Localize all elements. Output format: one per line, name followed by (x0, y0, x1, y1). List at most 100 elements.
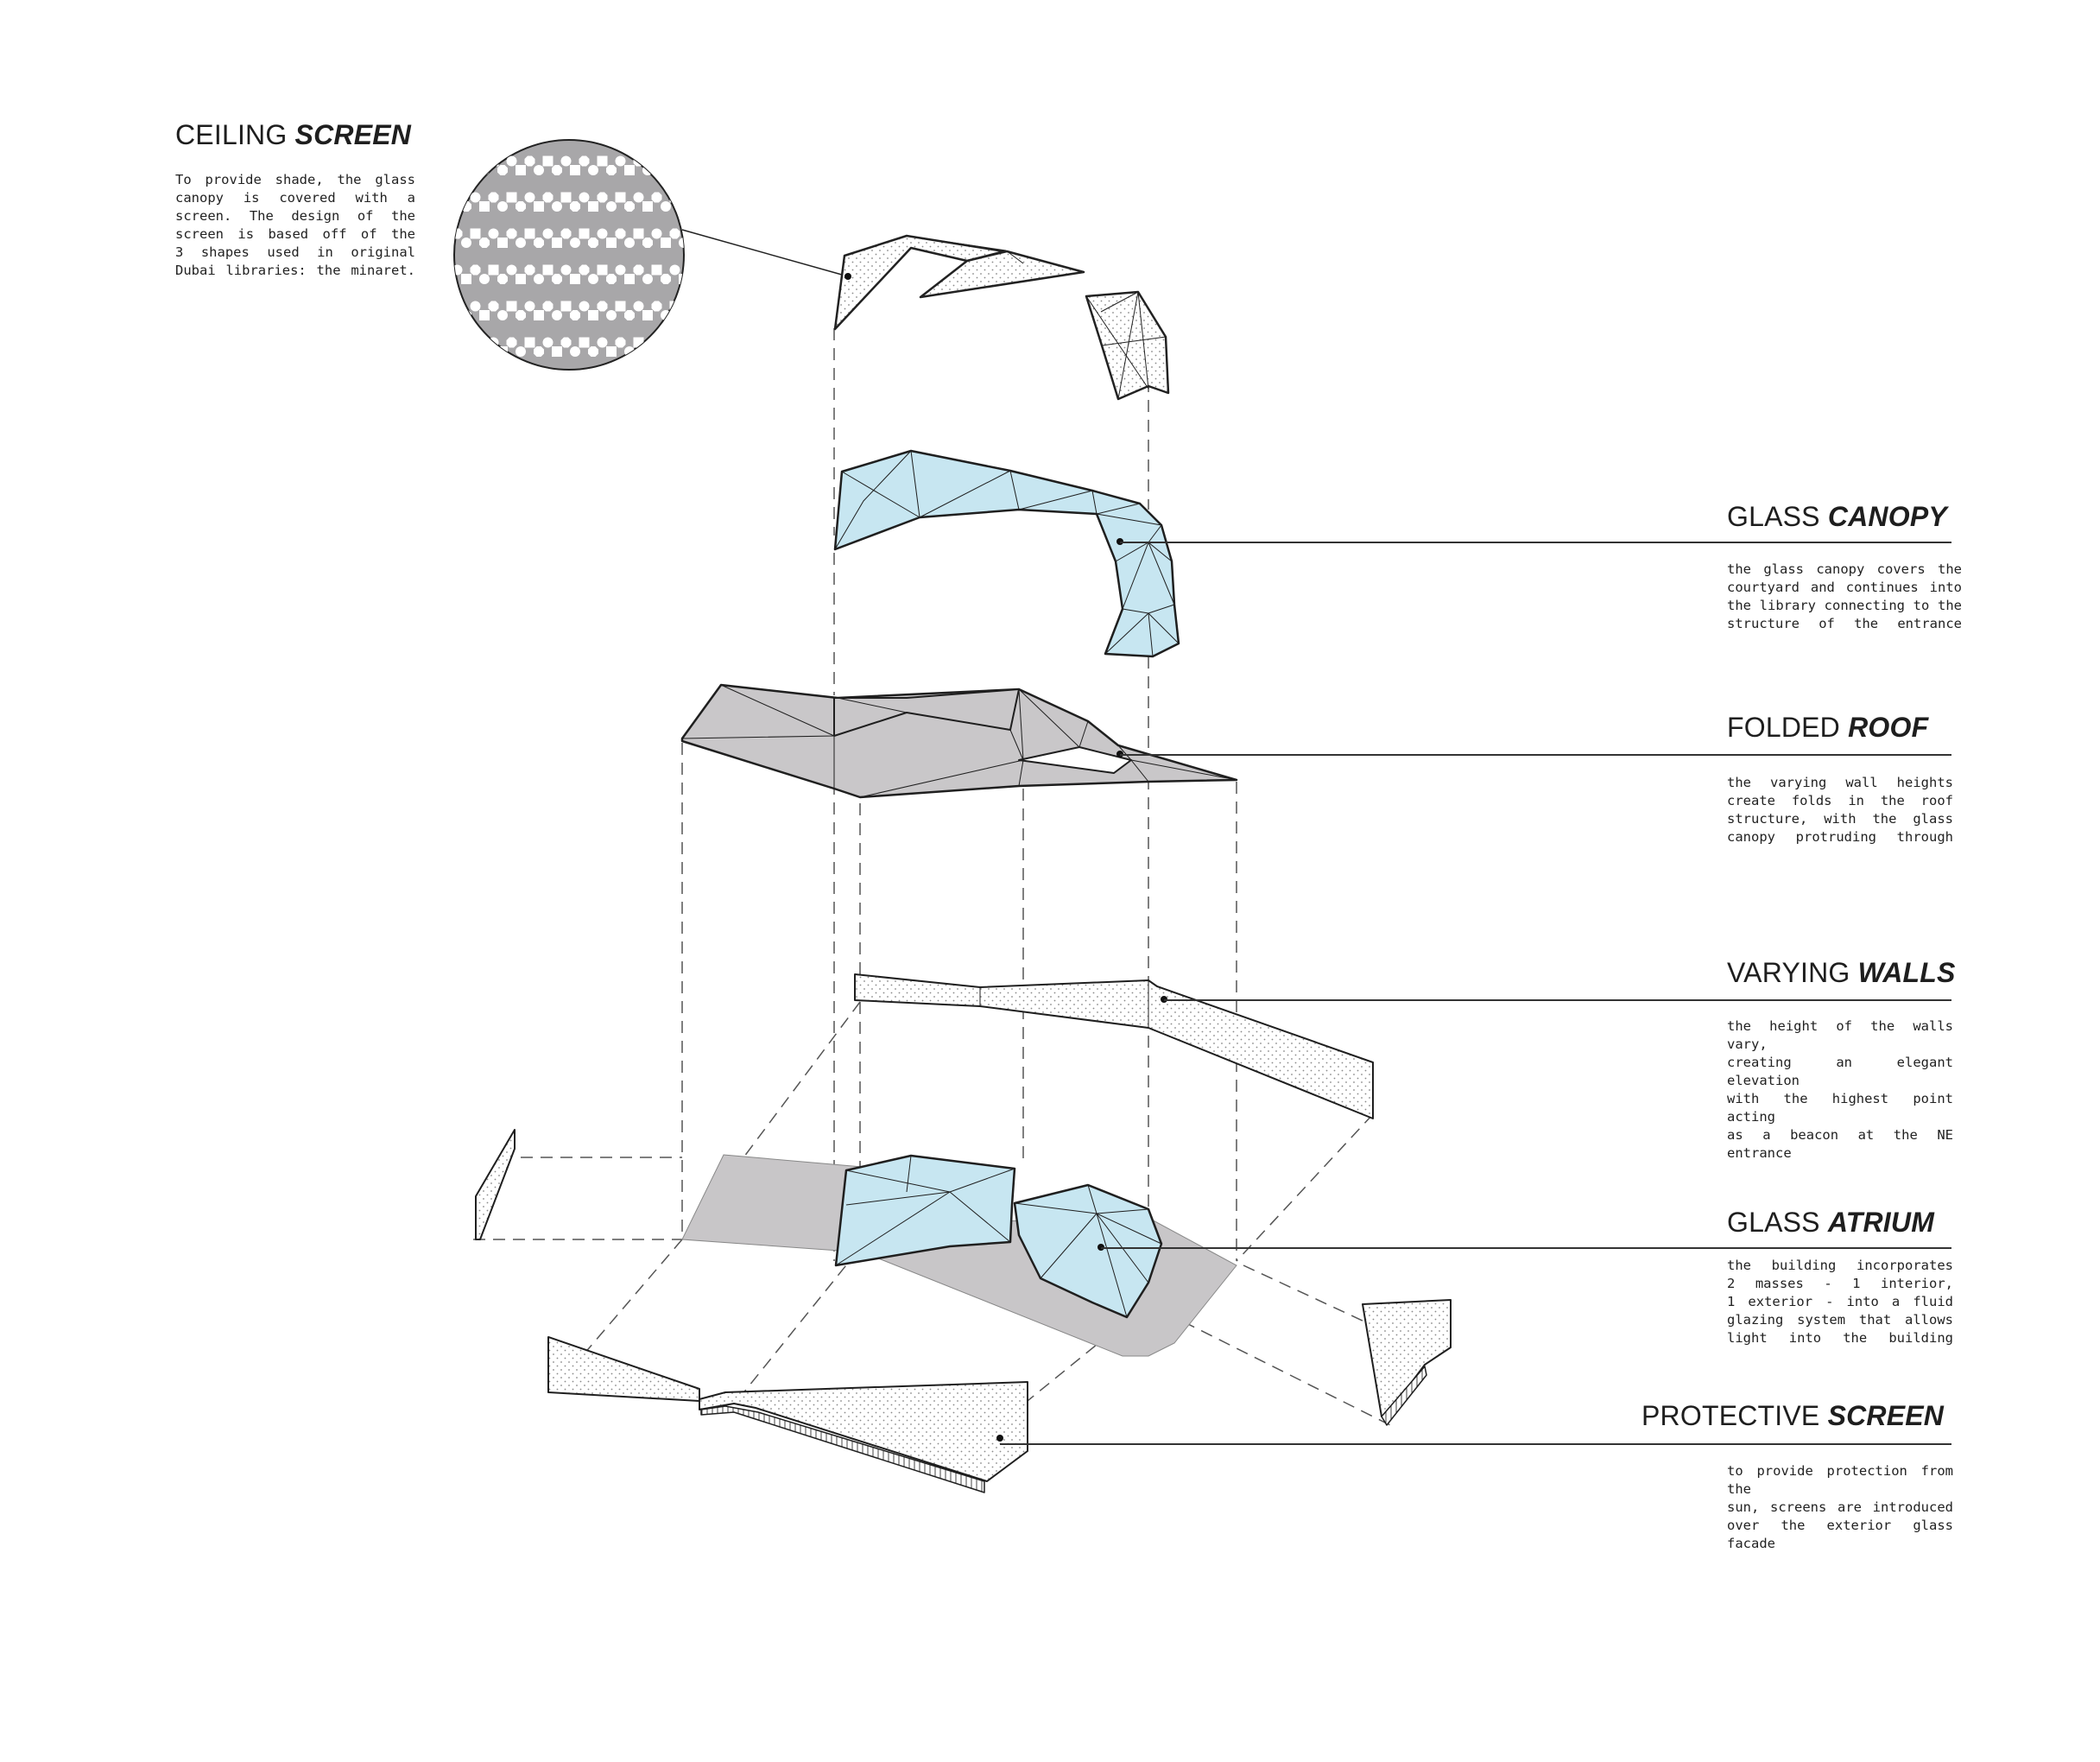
screen-octagon-motif (479, 238, 490, 248)
screen-octagon-motif (597, 301, 608, 312)
screen-circle-motif (443, 201, 453, 212)
screen-octagon-motif (642, 346, 653, 357)
glass-atrium-title: GLASS ATRIUM (1727, 1207, 1935, 1238)
screen-square-motif (679, 165, 684, 175)
screen-octagon-motif (454, 228, 463, 239)
screen-octagon-motif (552, 165, 562, 175)
screen-octagon-motif (488, 301, 499, 312)
screen-square-motif (679, 274, 684, 284)
screen-square-motif (552, 346, 562, 357)
screen-octagon-motif (560, 228, 572, 239)
screen-square-motif (524, 228, 535, 239)
screen-octagon-motif (497, 274, 508, 284)
screen-square-motif (642, 310, 653, 320)
screen-square-motif (543, 374, 553, 384)
glass-atrium-leader (1101, 1247, 1951, 1249)
protective-screens (475, 1129, 1452, 1493)
glass-canopy-title: GLASS CANOPY (1727, 501, 1947, 532)
screen-square-motif (642, 201, 653, 212)
screen-circle-motif (688, 301, 699, 312)
screen-square-motif (461, 274, 471, 284)
screen-square-motif (470, 337, 481, 348)
screen-octagon-motif (579, 264, 590, 276)
screen-octagon-motif (479, 346, 490, 357)
screen-square-motif (597, 264, 608, 276)
screen-octagon-motif (661, 274, 671, 284)
screen-octagon-motif (588, 129, 598, 139)
screen-octagon-motif (633, 264, 644, 276)
screen-circle-motif (606, 201, 617, 212)
screen-circle-motif (488, 228, 499, 239)
folded-roof-leader (1120, 754, 1951, 756)
screen-circle-motif (506, 264, 517, 276)
screen-square-motif (652, 374, 662, 384)
protective-screen-leader (1000, 1443, 1951, 1445)
screen-octagon-motif (588, 238, 598, 248)
screen-octagon-motif (633, 155, 644, 167)
screen-circle-motif (461, 238, 471, 248)
screen-circle-motif (479, 274, 490, 284)
screen-circle-motif (497, 201, 508, 212)
varying-walls (854, 973, 1374, 1119)
screen-square-motif (579, 337, 590, 348)
screen-circle-motif (615, 264, 626, 276)
screen-circle-motif (516, 238, 526, 248)
screen-octagon-motif (461, 310, 471, 320)
varying-walls-label: VARYING WALLS the height of the walls va… (1727, 959, 1955, 1163)
screen-octagon-motif (516, 310, 526, 320)
screen-octagon-motif (534, 129, 544, 139)
glass-canopy-leader (1120, 542, 1951, 543)
protective-screen-title: PROTECTIVE SCREEN (1641, 1400, 1945, 1431)
screen-square-motif (542, 264, 553, 276)
screen-circle-motif (542, 337, 553, 348)
screen-square-motif (443, 129, 453, 139)
screen-octagon-motif (579, 374, 590, 384)
screen-square-motif (606, 346, 617, 357)
screen-square-motif (624, 165, 635, 175)
screen-octagon-motif (588, 346, 598, 357)
screen-circle-motif (597, 228, 608, 239)
screen-octagon-motif (542, 301, 553, 312)
screen-octagon-motif (534, 346, 544, 357)
screen-square-motif (560, 192, 572, 203)
screen-octagon-motif (524, 264, 535, 276)
screen-octagon-motif (624, 310, 635, 320)
screen-octagon-motif (615, 337, 626, 348)
screen-square-motif (516, 165, 526, 175)
screen-octagon-motif (560, 337, 572, 348)
screen-octagon-motif (606, 165, 617, 175)
screen-circle-motif (679, 346, 684, 357)
screen-square-motif (651, 264, 662, 276)
screen-octagon-motif (669, 228, 680, 239)
screen-circle-motif (461, 346, 471, 357)
screen-circle-motif (454, 264, 463, 276)
screen-square-motif (497, 129, 508, 139)
screen-octagon-motif (651, 301, 662, 312)
screen-square-motif (534, 310, 544, 320)
screen-octagon-motif (688, 156, 699, 167)
screen-circle-motif (606, 310, 617, 320)
screen-octagon-motif (524, 155, 535, 167)
screen-square-motif (633, 228, 644, 239)
screen-circle-motif (470, 192, 481, 203)
screen-octagon-motif (506, 337, 517, 348)
screen-circle-motif (579, 192, 590, 203)
screen-square-motif (470, 228, 481, 239)
screen-circle-motif (633, 301, 644, 312)
screen-circle-motif (534, 165, 544, 175)
screen-circle-motif (570, 346, 580, 357)
ceiling-screen-leader (681, 229, 849, 277)
screen-square-motif (588, 201, 598, 212)
screen-square-motif (597, 155, 608, 167)
screen-octagon-motif (688, 374, 699, 384)
screen-circle-motif (669, 155, 680, 167)
screen-square-motif (489, 374, 499, 384)
screen-circle-motif (616, 374, 626, 384)
screen-octagon-motif (579, 155, 590, 167)
screen-square-motif (516, 274, 526, 284)
screen-circle-motif (651, 228, 662, 239)
screen-octagon-motif (688, 265, 699, 276)
screen-square-motif (497, 238, 508, 248)
screen-octagon-motif (443, 165, 453, 175)
screen-circle-motif (570, 238, 580, 248)
